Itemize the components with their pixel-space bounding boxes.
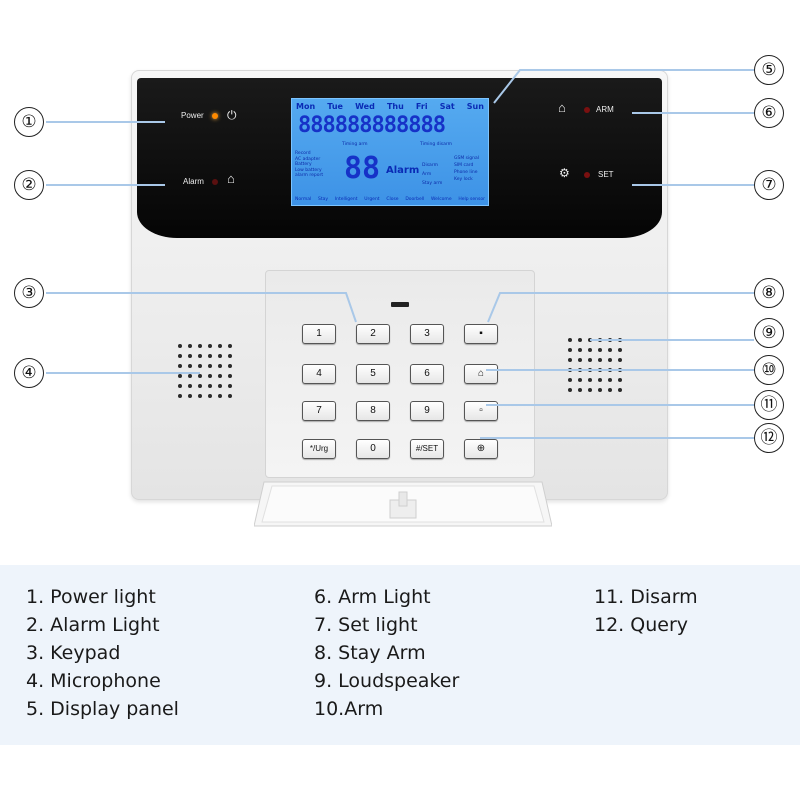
lcd-alarm-text: Alarm	[386, 165, 420, 176]
key-9[interactable]: 9	[410, 401, 444, 421]
lcd-display: Mon Tue Wed Thu Fri Sat Sun 888888888888…	[291, 98, 489, 206]
microphone-grille	[178, 344, 232, 398]
alarm-label: Alarm	[183, 177, 204, 186]
callout-10: ⑩	[754, 355, 784, 385]
house-icon: ⌂	[558, 100, 566, 115]
key-3[interactable]: 3	[410, 324, 444, 344]
key-query[interactable]: ⊕	[464, 439, 498, 459]
key-5[interactable]: 5	[356, 364, 390, 384]
lcd-day: Fri	[415, 102, 428, 111]
legend-item: 12. Query	[594, 614, 688, 636]
legend-item: 5. Display panel	[26, 698, 179, 720]
callout-7: ⑦	[754, 170, 784, 200]
arm-icon: ⌂	[477, 368, 485, 379]
legend-item: 10.Arm	[314, 698, 384, 720]
keypad-indicator	[391, 302, 409, 307]
callout-1: ①	[14, 107, 44, 137]
power-led	[212, 113, 218, 119]
legend-item: 11. Disarm	[594, 586, 698, 608]
lcd-timing-arm: Timing arm	[342, 142, 368, 147]
lcd-day: Wed	[355, 102, 375, 111]
lcd-day: Sat	[439, 102, 455, 111]
lcd-day: Tue	[327, 102, 343, 111]
key-star-urg[interactable]: */Urg	[302, 439, 336, 459]
set-led	[584, 172, 590, 178]
parts-legend	[0, 565, 800, 745]
lcd-mode-status: Disarm Arm Stay arm	[422, 163, 443, 186]
key-6[interactable]: 6	[410, 364, 444, 384]
key-8[interactable]: 8	[356, 401, 390, 421]
wrench-icon: ⚙	[559, 166, 570, 180]
legend-item: 7. Set light	[314, 614, 418, 636]
callout-5: ⑤	[754, 55, 784, 85]
legend-item: 3. Keypad	[26, 642, 121, 664]
key-hash-set[interactable]: #/SET	[410, 439, 444, 459]
lcd-left-status: Record AC adapter Battery Low battery al…	[295, 151, 324, 178]
legend-item: 9. Loudspeaker	[314, 670, 460, 692]
callout-8: ⑧	[754, 278, 784, 308]
lcd-day: Thu	[386, 102, 404, 111]
legend-item: 6. Arm Light	[314, 586, 431, 608]
lcd-day: Mon	[296, 102, 316, 111]
callout-3: ③	[14, 278, 44, 308]
key-1[interactable]: 1	[302, 324, 336, 344]
callout-2: ②	[14, 170, 44, 200]
legend-item: 1. Power light	[26, 586, 156, 608]
query-icon: ⊕	[476, 443, 486, 454]
siren-icon: ⌂	[227, 171, 235, 186]
callout-12: ⑫	[754, 423, 784, 453]
lcd-zone-digits: 88	[344, 151, 381, 186]
lcd-timing-disarm: Timing disarm	[420, 142, 452, 147]
key-4[interactable]: 4	[302, 364, 336, 384]
keypad-flip-cover	[254, 481, 552, 527]
key-2[interactable]: 2	[356, 324, 390, 344]
lcd-weekdays: Mon Tue Wed Thu Fri Sat Sun	[296, 102, 484, 111]
disarm-icon: ▫	[479, 405, 483, 416]
alarm-led	[212, 179, 218, 185]
legend-item: 4. Microphone	[26, 670, 161, 692]
callout-6: ⑥	[754, 98, 784, 128]
legend-item: 2. Alarm Light	[26, 614, 160, 636]
power-label: Power	[181, 111, 204, 120]
key-stay-arm[interactable]: ▪	[464, 324, 498, 344]
lcd-bottom-row: Normal Stay Intelligent Urgent Close Doo…	[295, 197, 485, 202]
key-0[interactable]: 0	[356, 439, 390, 459]
key-7[interactable]: 7	[302, 401, 336, 421]
power-icon: ⏻	[227, 108, 237, 122]
set-label: SET	[598, 170, 614, 179]
lcd-digit-row: 888888888888	[298, 113, 446, 138]
callout-lines	[46, 69, 754, 439]
stay-arm-icon: ▪	[479, 328, 483, 339]
callout-9: ⑨	[754, 318, 784, 348]
legend-item: 8. Stay Arm	[314, 642, 426, 664]
lcd-day: Sun	[466, 102, 484, 111]
arm-led	[584, 107, 590, 113]
callout-4: ④	[14, 358, 44, 388]
arm-label: ARM	[596, 105, 614, 114]
lcd-right-status: GSM signal SIM card Phone line Key lock	[454, 156, 479, 182]
callout-11: ⑪	[754, 390, 784, 420]
